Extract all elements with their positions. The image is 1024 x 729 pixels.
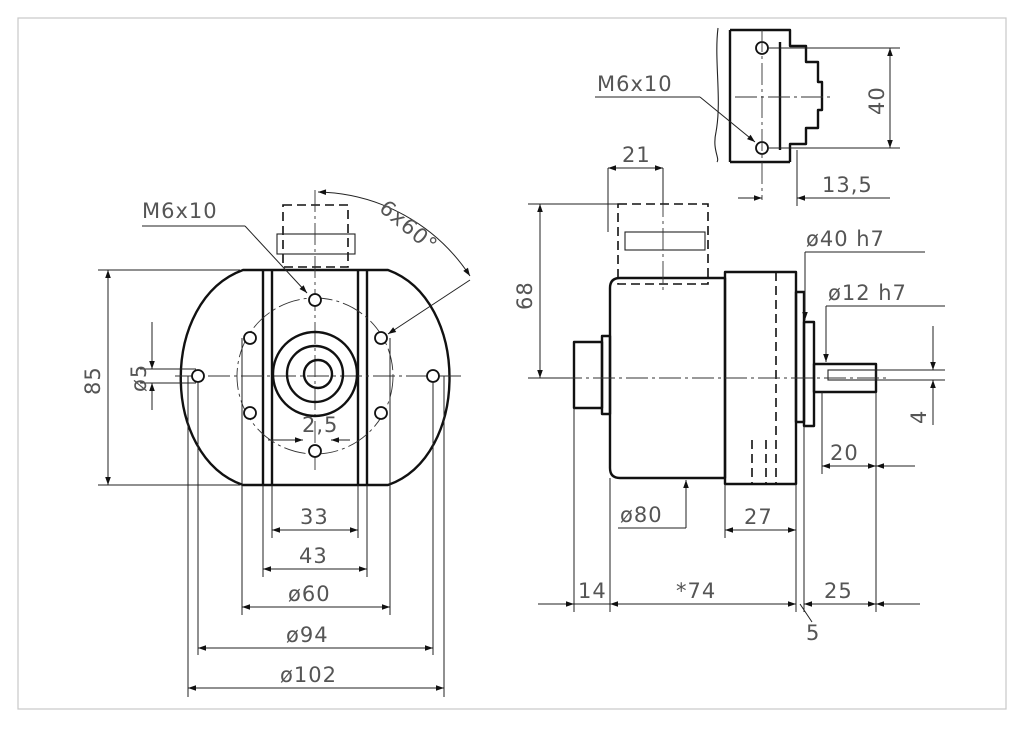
mount-hole <box>308 293 322 307</box>
shaft-length-label: 25 <box>824 579 853 603</box>
front-view: M6x10 6x60° 85 ø5 2,5 33 <box>81 189 471 697</box>
side-hole <box>426 369 440 383</box>
detail-bracket <box>728 28 824 162</box>
hole-spacing-label: 40 <box>865 86 889 115</box>
bolt-pattern-label: 6x60° <box>375 195 443 257</box>
side-view: 21 68 ø40 h7 ø12 h7 4 20 ø80 27 <box>513 143 945 645</box>
mount-hole <box>374 406 388 420</box>
rear-length-label: 14 <box>578 579 607 603</box>
hub-outer <box>271 330 359 418</box>
front-thread-note: M6x10 <box>142 199 218 223</box>
mount-hole <box>308 444 322 458</box>
key-length-label: 20 <box>830 441 859 465</box>
connector-box <box>282 204 349 268</box>
detail-view: M6x10 40 13,5 <box>595 27 900 206</box>
height-85-label: 85 <box>81 366 105 395</box>
motor-body <box>608 276 727 480</box>
key-height-label: 4 <box>907 410 931 424</box>
mount-hole <box>243 406 257 420</box>
width-43-label: 43 <box>299 544 328 568</box>
dia-94-label: ø94 <box>286 623 329 647</box>
width-33-label: 33 <box>300 505 329 529</box>
rear-boss <box>572 340 604 410</box>
flange-outline <box>179 268 451 487</box>
dia-102-label: ø102 <box>280 663 337 687</box>
height-68-label: 68 <box>513 281 537 310</box>
detail-thread-note: M6x10 <box>597 72 673 96</box>
shaft-dia-label: ø12 h7 <box>828 281 907 305</box>
mount-hole <box>243 331 257 345</box>
body-dia-label: ø80 <box>620 503 663 527</box>
pilot-dia-label: ø40 h7 <box>806 227 885 251</box>
hole-dia-label: ø5 <box>127 364 151 392</box>
hub-inner <box>285 344 345 404</box>
box-width-label: 21 <box>622 143 651 167</box>
offset-label: 2,5 <box>302 413 338 437</box>
drawing-frame <box>17 17 1007 710</box>
flange-thickness-label: 5 <box>806 621 820 645</box>
dia-60-label: ø60 <box>288 582 331 606</box>
flange-depth-label: 27 <box>744 505 773 529</box>
mount-hole <box>374 331 388 345</box>
shaft-hole <box>302 358 334 390</box>
edge-offset-label: 13,5 <box>822 173 873 197</box>
side-hole <box>191 369 205 383</box>
body-length-label: *74 <box>676 579 716 603</box>
